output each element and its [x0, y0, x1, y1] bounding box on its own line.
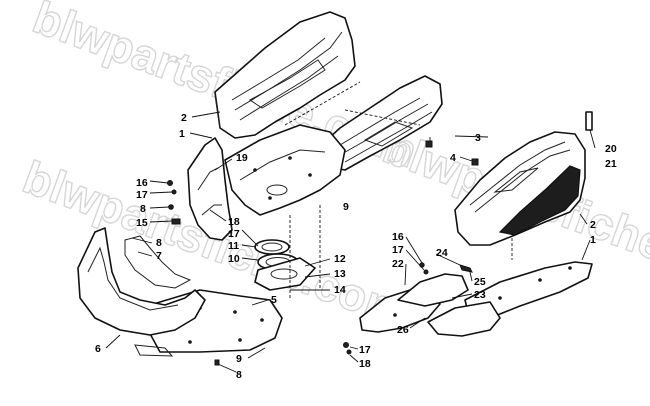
- callout-8-bottom: 8: [236, 369, 242, 381]
- callout-18-bottom: 18: [359, 358, 371, 370]
- callout-21: 21: [605, 158, 617, 170]
- grommet-parts: [254, 239, 316, 291]
- belly-pan-main: [224, 124, 346, 216]
- callout-25: 25: [474, 276, 486, 288]
- callout-8-mid: 8: [156, 237, 162, 249]
- right-lower-panels: [359, 261, 593, 337]
- callout-6: 6: [95, 343, 101, 355]
- callout-17-right: 17: [392, 244, 404, 256]
- callout-labels: 2 1 19 3 4 20 21 16 17 8 15 18 17 11 10 …: [95, 112, 617, 381]
- front-nose-bumper: [77, 227, 206, 336]
- callout-14: 14: [334, 284, 346, 296]
- callout-26: 26: [397, 324, 409, 336]
- left-side-panel: [187, 137, 233, 241]
- leader-lines: [105, 111, 596, 373]
- upper-hood-panel: [214, 11, 356, 139]
- callout-8-left: 8: [140, 203, 146, 215]
- right-hood-panel: [454, 131, 586, 246]
- callout-9-top: 9: [343, 201, 349, 213]
- callout-22: 22: [392, 258, 404, 270]
- callout-12: 12: [334, 253, 346, 265]
- callout-18-left: 18: [228, 216, 240, 228]
- callout-2-top: 2: [181, 112, 187, 124]
- callout-24: 24: [436, 247, 448, 259]
- callout-17-mid: 17: [228, 228, 240, 240]
- callout-1-right: 1: [590, 234, 596, 246]
- callout-3: 3: [475, 132, 481, 144]
- callout-13: 13: [334, 268, 346, 280]
- center-vented-panel: [317, 75, 443, 171]
- callout-5: 5: [271, 294, 277, 306]
- callout-15: 15: [136, 217, 148, 229]
- callout-1-left: 1: [179, 128, 185, 140]
- callout-11: 11: [228, 240, 239, 252]
- hardware-fasteners: [167, 111, 593, 366]
- callout-4: 4: [450, 152, 456, 164]
- callout-17-bottom: 17: [359, 344, 371, 356]
- callout-20: 20: [605, 143, 617, 155]
- assembly-lines: [284, 81, 513, 298]
- callout-2-right: 2: [590, 219, 596, 231]
- callout-7: 7: [156, 250, 162, 262]
- callout-19: 19: [236, 152, 248, 164]
- callout-9-bottom: 9: [236, 353, 242, 365]
- callout-17-left: 17: [136, 189, 148, 201]
- callout-16-right: 16: [392, 231, 404, 243]
- callout-10: 10: [228, 253, 240, 265]
- callout-16-left: 16: [136, 177, 148, 189]
- callout-23: 23: [474, 289, 486, 301]
